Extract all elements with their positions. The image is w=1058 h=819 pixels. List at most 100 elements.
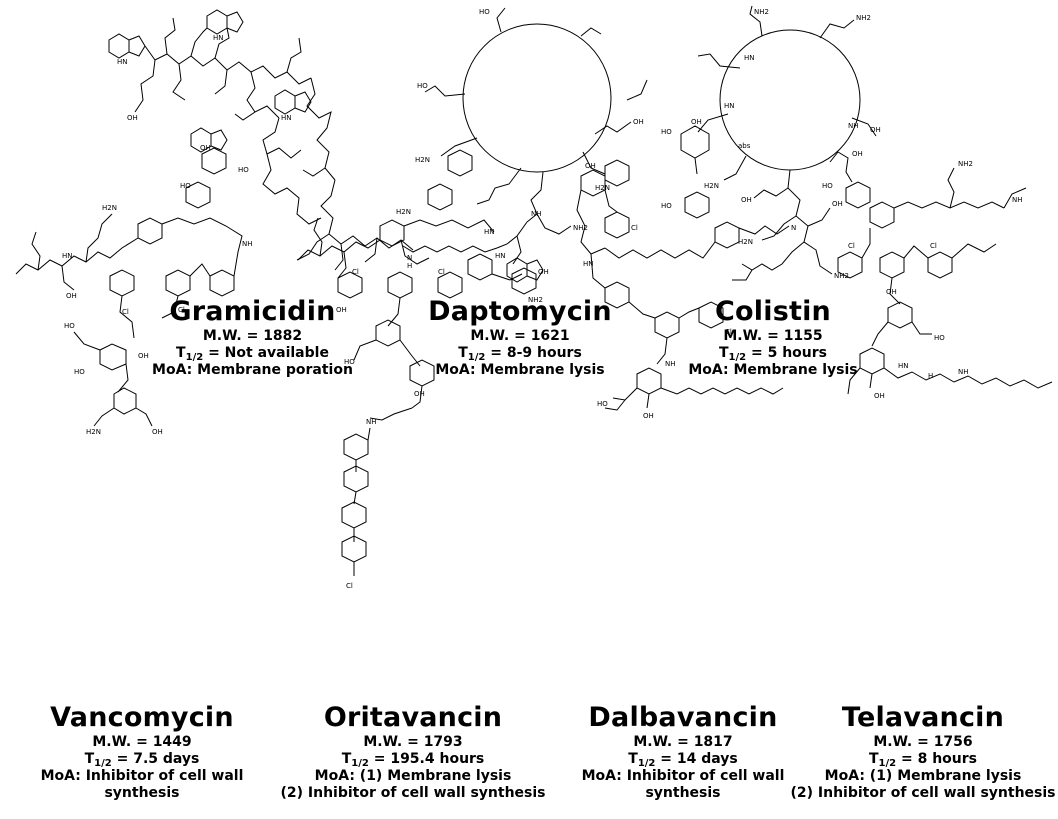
colistin-atom-2: NH [848,122,859,130]
daptomycin-atom-6: NH [531,210,542,218]
vancomycin-atom-5: Cl [122,308,129,316]
drug-name: Dalbavancin [588,702,778,733]
drug-name: Colistin [715,296,831,327]
colistin-atom-6: H2N [738,238,753,246]
oritavancin-atom-0: H2N [396,208,411,216]
dalbavancin-atom-8: OH [643,412,654,420]
telavancin-atom-4: Cl [930,242,937,250]
daptomycin-atom-3: H2N [595,184,610,192]
mechanism-of-action: MoA: Inhibitor of cell wall [40,768,244,784]
colistin-atom-10: abs [738,142,751,150]
oritavancin-atom-9: NH [366,418,377,426]
half-life: T1/2 = 8-9 hours [458,345,582,363]
molecular-weight: M.W. = 1155 [723,328,823,344]
mechanism-of-action: MoA: (1) Membrane lysis [824,768,1022,784]
gramicidin-atom-1: HN [213,34,224,42]
mechanism-of-action-cont: (2) Inhibitor of cell wall synthesis [280,785,546,801]
vancomycin-atom-11: HO [74,368,85,376]
vancomycin-atom-8: OH [152,428,163,436]
dalbavancin-atom-11: HN [583,260,594,268]
colistin-atom-1: NH2 [856,14,871,22]
vancomycin-structure: OH HO H2N OH HO Cl Cl HO OH H2N OH HO NH… [2,144,284,668]
half-life: T1/2 = 8 hours [868,751,978,769]
molecular-weight: M.W. = 1882 [202,328,303,344]
mechanism-of-action-cont: synthesis [104,785,180,801]
vancomycin-atom-12: NH [242,240,253,248]
telavancin-atom-10: NH [958,368,969,376]
telavancin-atom-1: HO [822,182,833,190]
mechanism-of-action: MoA: (1) Membrane lysis [314,768,512,784]
dalbavancin-atom-6: Cl [725,328,732,336]
drug-name: Gramicidin [169,296,336,327]
daptomycin-atom-2: HO [417,82,428,90]
colistin-atom-9: NH2 [834,272,849,280]
oritavancin-atom-10: HN [484,228,495,236]
half-life: T1/2 = 14 days [628,751,738,769]
mechanism-of-action: MoA: Membrane poration [152,362,353,378]
vancomycin-atom-7: HO [64,322,75,330]
gramicidin-atom-5: OH [127,114,138,122]
oritavancin-atom-4: HO [344,358,355,366]
dalbavancin-atom-10: NH [665,360,676,368]
gramicidin-atom-0: HN [117,58,128,66]
telavancin-atom-7: OH [874,392,885,400]
oritavancin-atom-5: OH [538,268,549,276]
molecular-weight: M.W. = 1817 [633,734,733,750]
mechanism-of-action: MoA: Membrane lysis [688,362,858,378]
vancomycin-caption: Vancomycin M.W. = 1449 T1/2 = 7.5 days M… [12,702,272,802]
molecular-weight: M.W. = 1621 [470,328,570,344]
daptomycin-atom-5: OH [633,118,644,126]
vancomycin-atom-10: OH [138,352,149,360]
daptomycin-atom-4: NH2 [573,224,588,232]
oritavancin-atom-8: Cl [346,582,353,590]
oritavancin-caption: Oritavancin M.W. = 1793 T1/2 = 195.4 hou… [268,702,558,802]
vancomycin-atom-0: OH [200,144,211,152]
oritavancin-atom-2: Cl [352,268,359,276]
dalbavancin-atom-7: HO [597,400,608,408]
vancomycin-atom-3: OH [66,292,77,300]
telavancin-atom-5: OH [886,288,897,296]
oritavancin-atom-3: Cl [438,268,445,276]
dalbavancin-atom-0: OH [691,118,702,126]
vancomycin-atom-13: HN [62,252,73,260]
colistin-atom-4: HN [744,54,755,62]
oritavancin-atom-7: OH [414,390,425,398]
half-life: T1/2 = 195.4 hours [341,751,485,769]
telavancin-atom-0: OH [852,150,863,158]
colistin-atom-3: HN [724,102,735,110]
daptomycin-atom-0: HO [479,8,490,16]
gramicidin-atom-2: HN [281,114,292,122]
gramicidin-atom-4: H [407,262,412,270]
oritavancin-structure: H2N OH Cl Cl HO OH NH2 OH Cl NH HN [288,150,584,690]
mechanism-of-action: MoA: Inhibitor of cell wall [581,768,785,784]
half-life: T1/2 = 5 hours [718,345,828,363]
colistin-atom-0: NH2 [754,8,769,16]
molecular-weight: M.W. = 1793 [363,734,463,750]
mechanism-of-action-cont: synthesis [645,785,721,801]
daptomycin-atom-7: HN [495,252,506,260]
dalbavancin-caption: Dalbavancin M.W. = 1817 T1/2 = 14 days M… [568,702,798,802]
drug-name: Vancomycin [50,702,234,733]
telavancin-atom-11: NH2 [958,160,973,168]
colistin-caption: Colistin M.W. = 1155 T1/2 = 5 hours MoA:… [668,296,878,379]
dalbavancin-atom-3: OH [585,162,596,170]
daptomycin-structure: HO H2N HO H2N NH2 OH NH HN [395,8,665,290]
telavancin-atom-6: HO [934,334,945,342]
dalbavancin-atom-9: N [791,224,796,232]
half-life: T1/2 = Not available [176,345,329,363]
drug-name: Oritavancin [323,702,503,733]
daptomycin-caption: Daptomycin M.W. = 1621 T1/2 = 8-9 hours … [395,296,645,379]
oritavancin-atom-1: OH [336,306,347,314]
vancomycin-atom-6: Cl [178,306,185,314]
vancomycin-atom-2: H2N [102,204,117,212]
drug-name: Telavancin [841,702,1005,733]
mechanism-of-action: MoA: Membrane lysis [435,362,605,378]
telavancin-atom-9: H [928,372,933,380]
vancomycin-atom-4: HO [238,166,249,174]
colistin-atom-5: H2N [704,182,719,190]
colistin-structure: NH2 NH2 NH HN HN H2N H2N OH OH NH2 abs [680,8,890,288]
dalbavancin-structure: OH HO Cl OH HO OH Cl HO OH N NH HN [565,118,803,678]
telavancin-atom-8: HN [898,362,909,370]
gramicidin-atom-3: N [407,254,412,262]
gramicidin-structure: HN HN HN N H OH [95,8,440,288]
